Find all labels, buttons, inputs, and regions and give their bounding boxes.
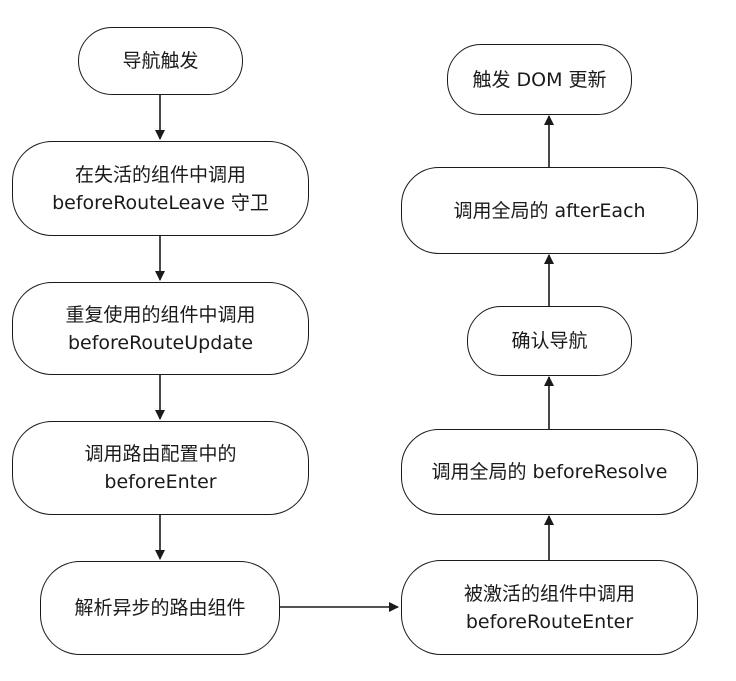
node-label-line: beforeRouteLeave 守卫 [52,191,269,214]
node-label-line: 在失活的组件中调用 [74,163,246,186]
node-after-each: 调用全局的 afterEach [401,167,698,254]
node-dom-update: 触发 DOM 更新 [447,44,632,115]
node-resolve-async-components: 解析异步的路由组件 [40,561,280,655]
node-label-line: 重复使用的组件中调用 [65,303,256,326]
node-before-resolve: 调用全局的 beforeResolve [401,429,698,515]
node-before-route-leave: 在失活的组件中调用 beforeRouteLeave 守卫 [12,141,309,236]
node-before-enter: 调用路由配置中的 beforeEnter [12,421,309,515]
node-label-line: 导航触发 [122,50,199,72]
node-label-line: 触发 DOM 更新 [472,68,607,91]
node-label-line: 解析异步的路由组件 [74,597,246,619]
node-confirm-navigation: 确认导航 [467,306,632,376]
node-label-line: 调用全局的 afterEach [453,199,646,222]
node-label-line: 调用全局的 beforeResolve [431,461,668,483]
node-label-line: 被激活的组件中调用 [463,582,635,605]
node-before-route-enter: 被激活的组件中调用 beforeRouteEnter [401,560,698,655]
node-label-line: beforeEnter [104,471,217,493]
node-label-line: beforeRouteEnter [465,610,634,633]
node-label-line: 调用路由配置中的 [84,443,237,465]
node-label-line: beforeRouteUpdate [67,331,254,354]
node-navigation-triggered: 导航触发 [78,27,243,95]
node-label-line: 确认导航 [511,330,588,352]
node-before-route-update: 重复使用的组件中调用 beforeRouteUpdate [12,282,309,375]
